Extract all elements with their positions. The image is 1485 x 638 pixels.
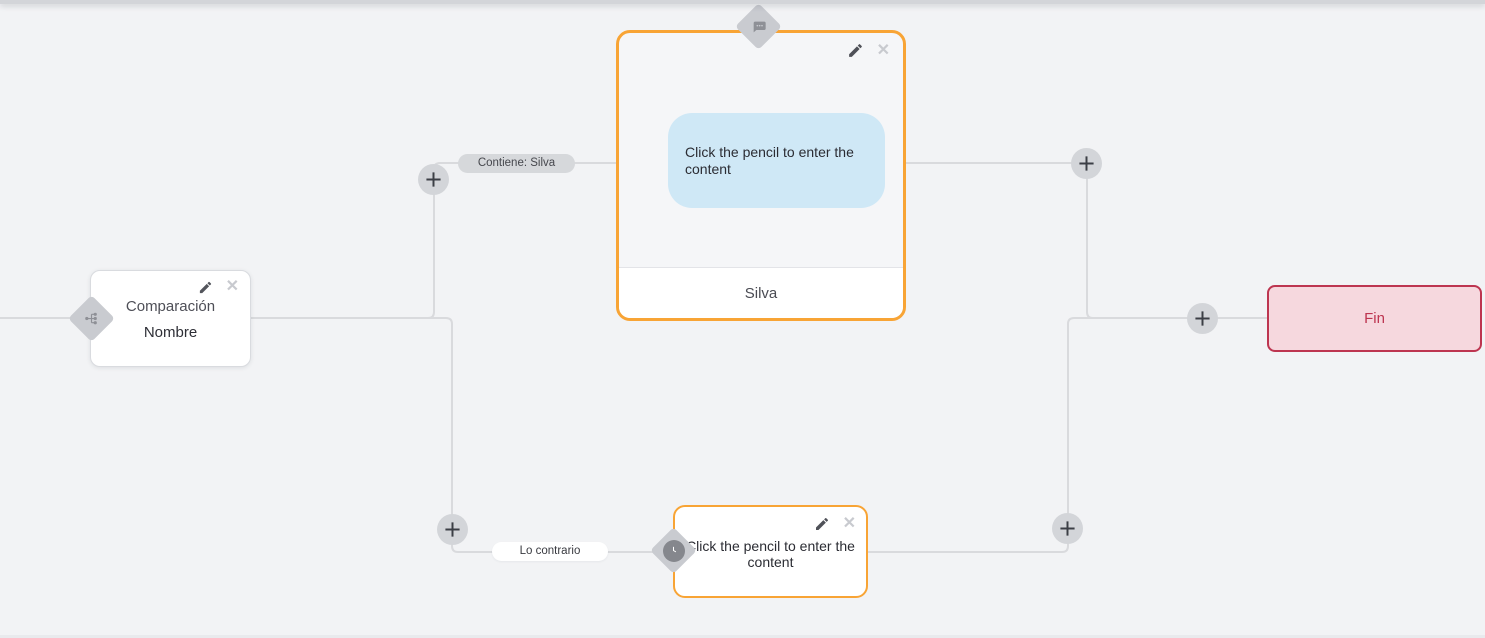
edge-label-contains: Contiene: Silva [458, 154, 575, 173]
message-node[interactable]: ✕ Click the pencil to enter the content … [616, 30, 906, 321]
add-node-button-bottom-left[interactable] [437, 514, 468, 545]
toolbar-bottom-edge [0, 0, 1485, 4]
add-node-button-bottom-right[interactable] [1052, 513, 1083, 544]
edit-pencil-icon[interactable] [847, 42, 864, 59]
connector-message-to-end [906, 162, 1267, 319]
condition-node-variable: Nombre [143, 324, 198, 341]
canvas-bottom-edge [0, 635, 1485, 638]
clock-icon [657, 534, 690, 567]
branch-icon [75, 302, 108, 335]
add-node-button-top-right[interactable] [1071, 148, 1102, 179]
condition-node[interactable]: ✕ Comparación Nombre [90, 270, 251, 367]
message-placeholder-text: Click the pencil to enter the content [685, 143, 854, 177]
connector-bottom-branch [251, 317, 673, 553]
edge-label-otherwise: Lo contrario [492, 542, 608, 561]
edit-pencil-icon[interactable] [198, 280, 213, 295]
close-icon[interactable]: ✕ [842, 515, 856, 532]
condition-node-title: Comparación [125, 298, 216, 315]
delay-node[interactable]: ✕ Click the pencil to enter the content [673, 505, 868, 598]
chat-bubble-icon [742, 10, 775, 43]
end-node[interactable]: Fin [1267, 285, 1482, 352]
add-node-button-top-left[interactable] [418, 164, 449, 195]
close-icon[interactable]: ✕ [225, 278, 239, 295]
message-bubble: Click the pencil to enter the content [668, 113, 885, 208]
delay-placeholder-text: Click the pencil to enter the content [686, 538, 855, 571]
close-icon[interactable]: ✕ [876, 41, 890, 59]
edit-pencil-icon[interactable] [814, 516, 830, 532]
connector-delay-to-end [868, 317, 1267, 553]
message-node-footer: Silva [619, 267, 903, 318]
add-node-button-before-end[interactable] [1187, 303, 1218, 334]
